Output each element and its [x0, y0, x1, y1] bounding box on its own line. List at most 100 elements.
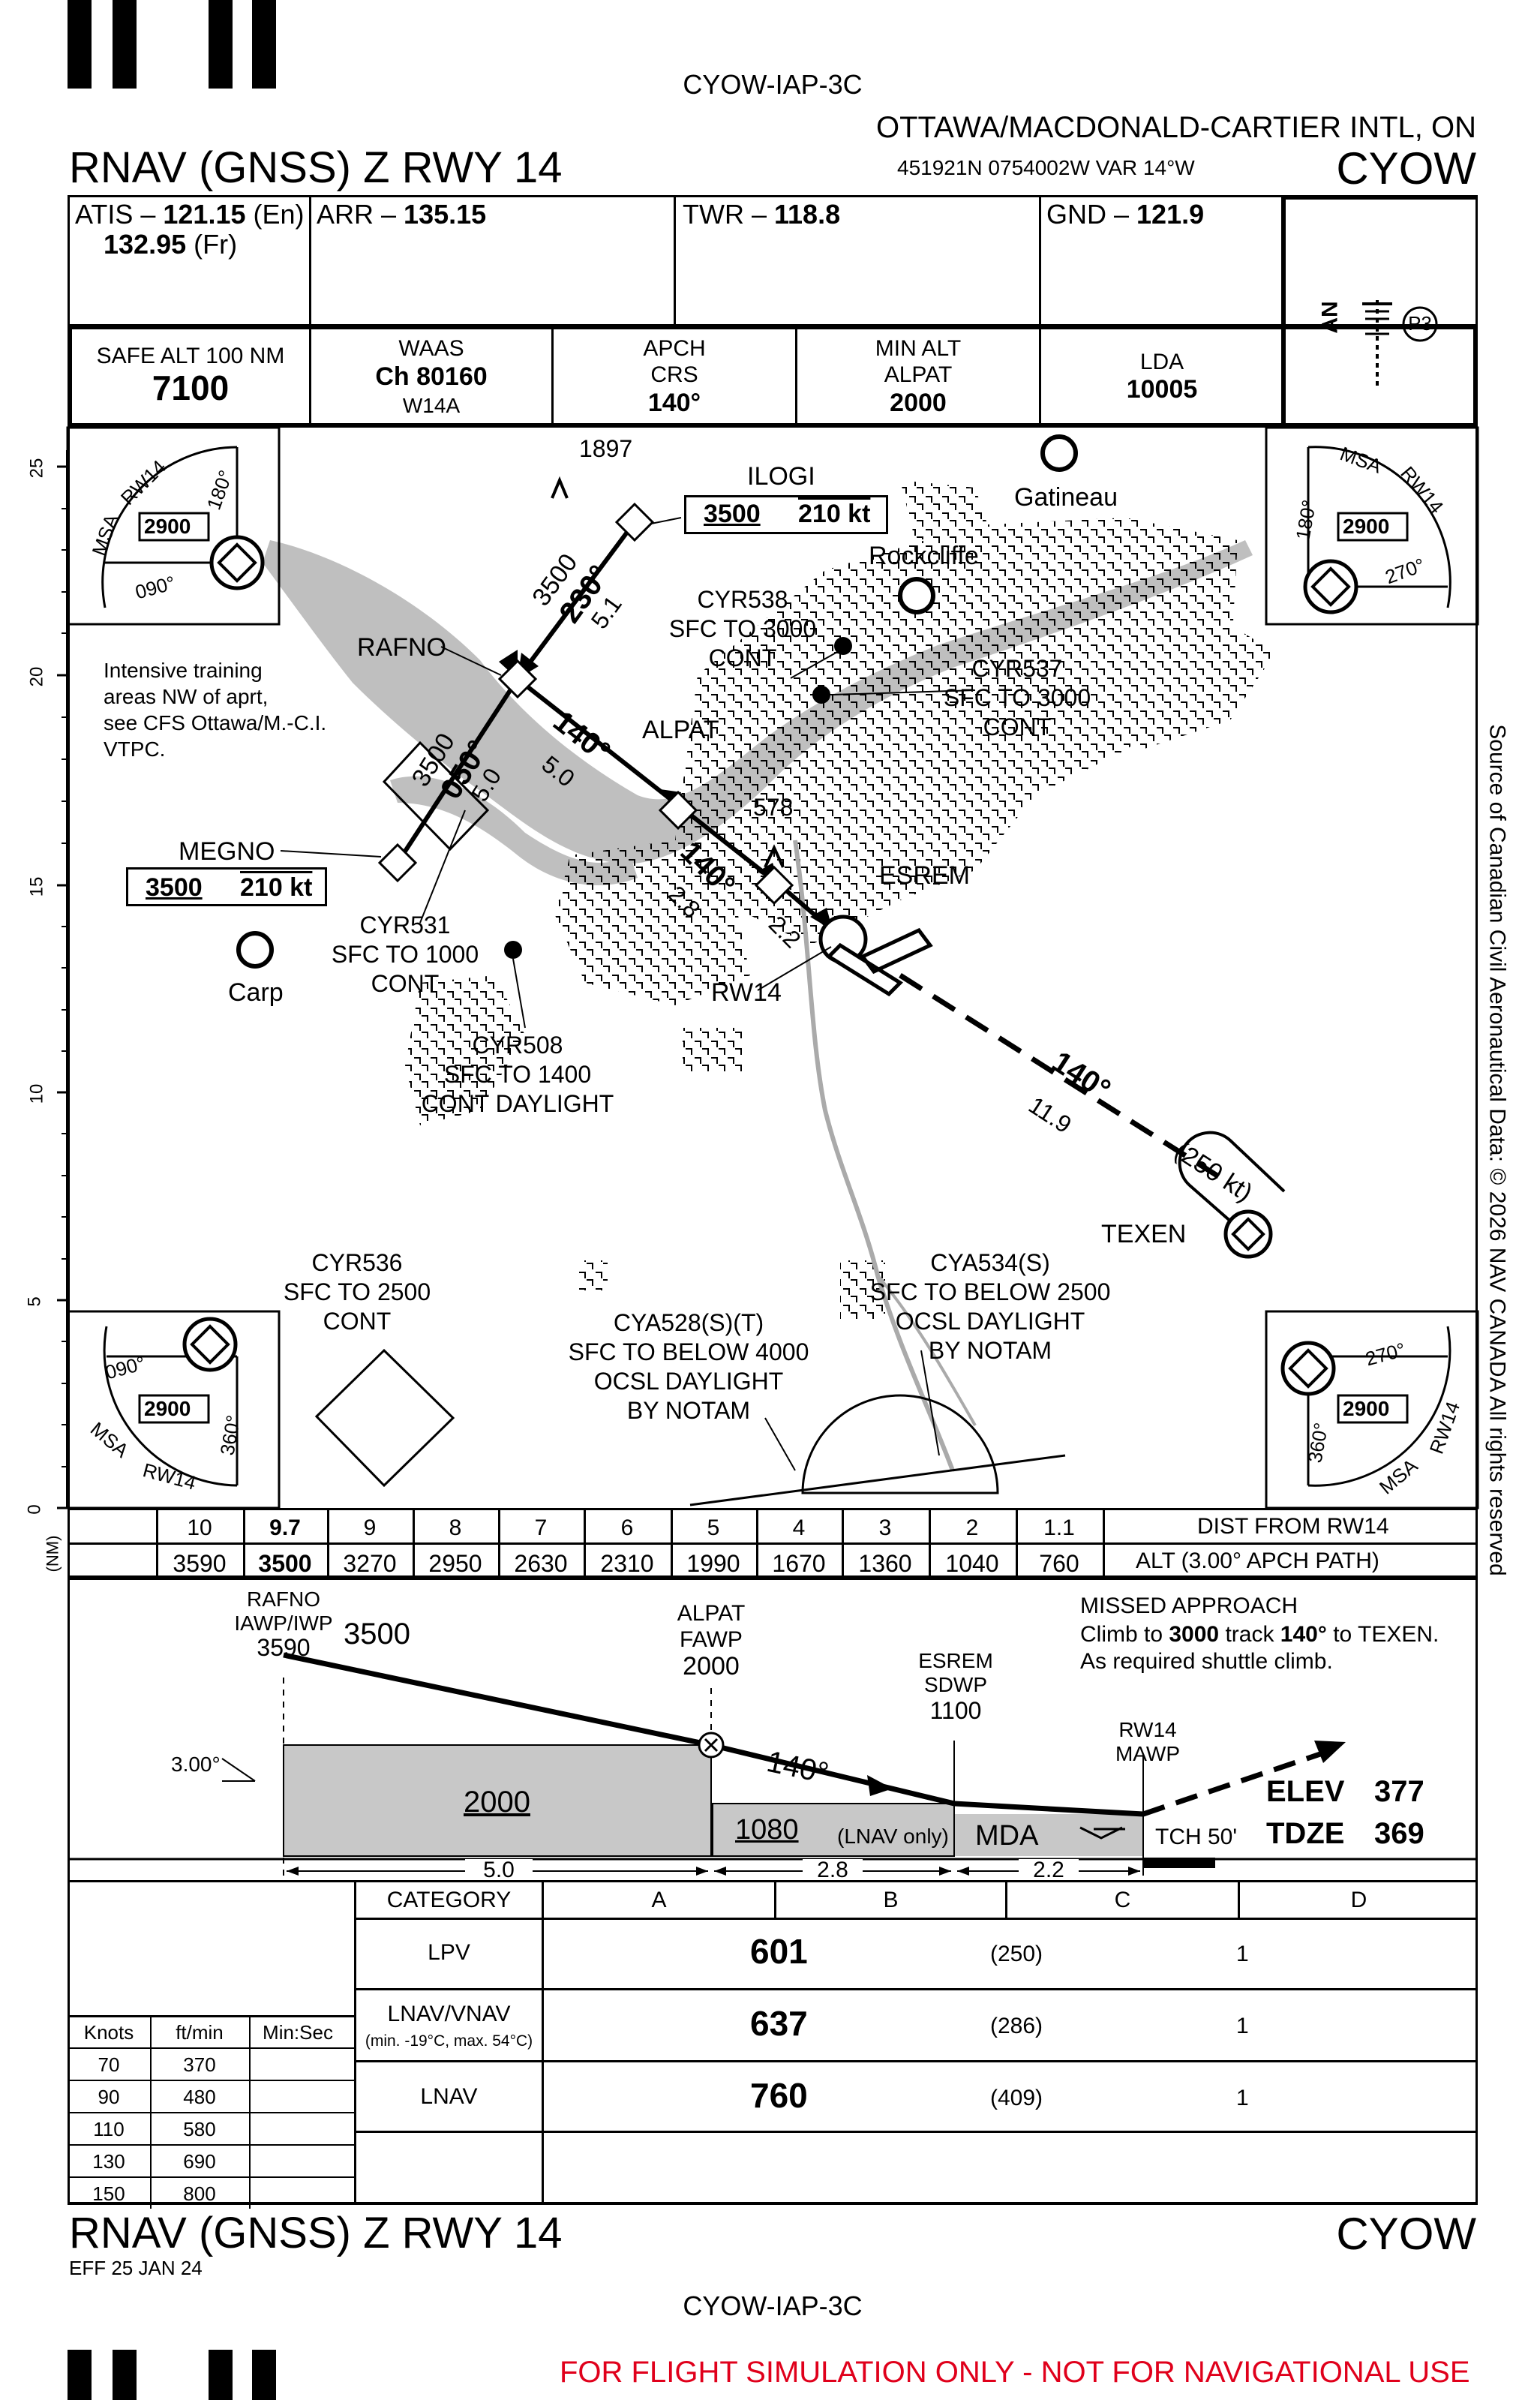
alt-value: 2630 [514, 1550, 568, 1577]
corner-mark [113, 0, 137, 89]
missed-line2: As required shuttle climb. [1080, 1649, 1333, 1674]
dist-table-divider [842, 1508, 844, 1580]
minima-row-vis: 1 [1236, 2086, 1249, 2110]
corner-mark [252, 2350, 276, 2400]
dist-table-divider [584, 1508, 586, 1580]
megno-speed: 210 kt [240, 873, 313, 902]
alt-value: 3270 [343, 1550, 397, 1577]
profile-initial-alt: 3500 [344, 1618, 410, 1651]
dist-value: 5 [707, 1515, 720, 1540]
rate-table-cell: 690 [183, 2150, 216, 2173]
msa-alt-ne: 2900 [1343, 515, 1390, 538]
profile-box-1080: 1080 [735, 1814, 799, 1846]
training-note: Intensive training areas NW of aprt, see… [104, 659, 327, 761]
dist-table-divider [413, 1508, 415, 1580]
dist-table-divider [327, 1508, 329, 1580]
simulation-warning: FOR FLIGHT SIMULATION ONLY - NOT FOR NAV… [560, 2356, 1470, 2389]
minima-row-sub: (min. -19°C, max. 54°C) [365, 2032, 533, 2050]
airport-ident: CYOW [1336, 143, 1476, 194]
briefing-box [68, 325, 1478, 428]
rate-table-divider [68, 2047, 354, 2049]
dist-value: 6 [620, 1515, 634, 1540]
obstacle-578: 578 [753, 794, 794, 821]
profile-box-2000: 2000 [464, 1786, 530, 1819]
lda-label: LDA [1139, 350, 1184, 374]
alt-value: 2310 [600, 1550, 654, 1577]
profile-gp-angle: 3.00° [171, 1753, 221, 1776]
corner-mark [209, 0, 233, 89]
dist-value: 1.1 [1043, 1515, 1075, 1540]
ilogi-restriction [684, 495, 888, 534]
minima-row-label: LNAV [420, 2084, 478, 2109]
airport-name: OTTAWA/MACDONALD-CARTIER INTL, ON [875, 111, 1476, 144]
footer-title: RNAV (GNSS) Z RWY 14 [69, 2209, 563, 2257]
minima-row-hat: (250) [990, 1942, 1043, 1966]
rate-table-header: Knots [83, 2021, 134, 2044]
msa-alt-se: 2900 [1343, 1397, 1390, 1420]
min-alt-label: MIN ALT [875, 336, 962, 361]
dist-table-divider [498, 1508, 500, 1580]
alt-value: 1360 [858, 1550, 912, 1577]
rate-table-divider [68, 2144, 354, 2146]
category-b: B [883, 1888, 899, 1912]
place-gatineau: Gatineau [1014, 483, 1118, 512]
safe-alt-value: 7100 [152, 368, 230, 407]
atis-freq-fr: 132.95 (Fr) [104, 229, 238, 260]
waypoint-alpat: ALPAT [642, 716, 719, 744]
dist-table-divider [929, 1508, 931, 1580]
footer-eff: EFF 25 JAN 24 [69, 2257, 203, 2279]
megno-restriction [126, 867, 327, 906]
elev-value: 377 [1374, 1775, 1424, 1808]
megno-alt: 3500 [146, 873, 203, 902]
arr-freq: ARR – 135.15 [317, 199, 487, 230]
safe-alt-label: SAFE ALT 100 NM [96, 344, 285, 368]
waas-label: WAAS [398, 336, 464, 361]
footer-ident: CYOW [1336, 2209, 1476, 2259]
dist-table-divider [156, 1508, 158, 1580]
apch-label: APCH [643, 336, 706, 361]
alt-value: 3590 [173, 1550, 227, 1577]
profile-seg2: 2.8 [803, 1859, 863, 1882]
alt-label: ALT (3.00° APCH PATH) [1136, 1548, 1379, 1573]
vortac-icon [182, 535, 1358, 1396]
missed-line1: Climb to 3000 track 140° to TEXEN. [1080, 1622, 1439, 1647]
dist-table-divider [671, 1508, 673, 1580]
waypoint-megno: MEGNO [179, 837, 275, 866]
scale-bar [66, 450, 68, 1508]
profile-rafno-alt: 3590 [257, 1634, 311, 1661]
minima-row-label: LNAV/VNAV [387, 2002, 511, 2026]
rate-table-cell: 70 [98, 2053, 120, 2076]
dist-value: 9 [363, 1515, 377, 1540]
min-alt-label-2: ALPAT [884, 362, 953, 387]
lighting-p3: P3 [1408, 312, 1432, 335]
rate-table-cell: 110 [93, 2118, 125, 2140]
rate-table-header: Min:Sec [263, 2021, 333, 2044]
ilogi-speed: 210 kt [798, 500, 871, 528]
min-alt-value: 2000 [890, 389, 947, 417]
rate-table-cell: 800 [183, 2182, 216, 2205]
waas-id: W14A [402, 394, 461, 417]
rate-of-descent-table [68, 2015, 354, 2209]
rate-table-cell: 150 [92, 2182, 125, 2205]
obstacle-1897: 1897 [579, 435, 633, 462]
dist-value: 9.7 [269, 1515, 301, 1540]
category-c: C [1114, 1888, 1131, 1912]
waypoint-esrem: ESREM [879, 861, 970, 890]
procedure-title: RNAV (GNSS) Z RWY 14 [69, 143, 563, 192]
alt-value: 1990 [686, 1550, 740, 1577]
alt-value: 2950 [428, 1550, 482, 1577]
missed-title: MISSED APPROACH [1080, 1593, 1298, 1618]
corner-mark [68, 2350, 92, 2400]
place-carp: Carp [228, 978, 284, 1007]
gnd-freq: GND – 121.9 [1046, 199, 1205, 230]
twr-freq: TWR – 118.8 [683, 199, 841, 230]
dist-value: 4 [792, 1515, 806, 1540]
chart-id-top: CYOW-IAP-3C [683, 69, 863, 100]
minima-row-hat: (409) [990, 2086, 1043, 2110]
